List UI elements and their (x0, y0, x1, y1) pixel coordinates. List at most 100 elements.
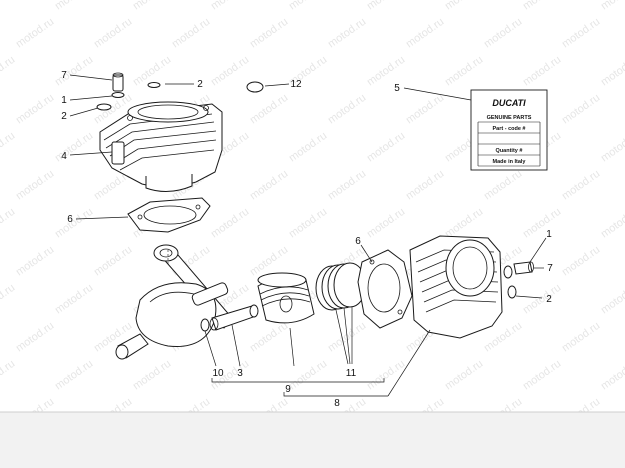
watermark-text: motod.ru (248, 16, 290, 51)
watermark-text: motod.ru (404, 168, 446, 203)
watermark-text: motod.ru (248, 92, 290, 127)
watermark-text: motod.ru (248, 320, 290, 355)
watermark-text: motod.ru (53, 358, 95, 393)
watermark-text: motod.ru (521, 54, 563, 89)
watermark-text: motod.ru (0, 206, 17, 241)
bottom-band (0, 412, 625, 468)
watermark-text: motod.ru (326, 16, 368, 51)
card-row-part-code: Part - code # (492, 126, 525, 132)
watermark-text: motod.ru (560, 168, 602, 203)
piston-pin (209, 304, 259, 331)
cylinder-lower (409, 235, 503, 339)
callout-6-lower: 6 (355, 236, 361, 247)
watermark-text: motod.ru (599, 130, 625, 165)
watermark-text: motod.ru (92, 244, 134, 279)
card-brand: DUCATI (492, 98, 526, 108)
watermark-text: motod.ru (599, 358, 625, 393)
watermark-text: motod.ru (0, 54, 17, 89)
watermark-text: motod.ru (560, 244, 602, 279)
o-ring-upper-b (96, 103, 112, 111)
callout-7-upper: 7 (61, 70, 67, 81)
callout-1-right: 1 (546, 229, 552, 240)
watermark-text: motod.ru (443, 0, 485, 12)
watermark-text: motod.ru (287, 358, 329, 393)
watermark-text: motod.ru (404, 16, 446, 51)
watermark-text: motod.ru (53, 282, 95, 317)
callout-2-upper-right: 2 (197, 79, 203, 90)
watermark-text: motod.ru (14, 16, 56, 51)
cylinder-upper (99, 101, 223, 192)
watermark-text: motod.ru (521, 282, 563, 317)
watermark-text: motod.ru (599, 0, 625, 12)
watermark-text: motod.ru (599, 282, 625, 317)
watermark-text: motod.ru (170, 16, 212, 51)
watermark-text: motod.ru (53, 206, 95, 241)
callout-6-upper: 6 (67, 214, 73, 225)
watermark-text: motod.ru (0, 0, 17, 12)
watermark-text: motod.ru (287, 130, 329, 165)
watermark-text: motod.ru (326, 168, 368, 203)
dowel-pin-right (513, 261, 534, 275)
gasket-lower (357, 249, 413, 329)
dowel-pin-upper (112, 72, 124, 92)
label-card: DUCATI GENUINE PARTS Part - code # Quant… (470, 89, 548, 171)
callout-11: 11 (346, 368, 357, 379)
leader-lines (69, 74, 547, 397)
watermark-text: motod.ru (53, 130, 95, 165)
watermark-text: motod.ru (53, 0, 95, 12)
watermark-text: motod.ru (482, 168, 524, 203)
callout-10: 10 (212, 368, 224, 379)
watermark-text: motod.ru (560, 320, 602, 355)
watermark-text: motod.ru (443, 206, 485, 241)
watermark-text: motod.ru (599, 54, 625, 89)
watermark-text: motod.ru (326, 92, 368, 127)
watermark-text: motod.ru (365, 54, 407, 89)
watermark-text: motod.ru (287, 206, 329, 241)
watermark-text: motod.ru (14, 320, 56, 355)
watermark-text: motod.ru (365, 130, 407, 165)
watermark-text: motod.ru (0, 130, 17, 165)
piston-rings (315, 262, 367, 311)
watermark-text: motod.ru (443, 54, 485, 89)
watermark-text: motod.ru (92, 16, 134, 51)
o-ring-right-b (507, 285, 517, 299)
watermark-text: motod.ru (365, 206, 407, 241)
o-ring-upper-a (111, 92, 125, 98)
card-row-made-in: Made in Italy (492, 159, 526, 165)
watermark-text: motod.ru (0, 358, 17, 393)
callout-8: 8 (334, 398, 340, 409)
watermark-text: motod.ru (209, 206, 251, 241)
callout-3: 3 (237, 368, 243, 379)
callout-12: 12 (290, 79, 302, 90)
watermark-text: motod.ru (521, 206, 563, 241)
callout-1-upper: 1 (61, 95, 67, 106)
watermark-text: motod.ru (365, 0, 407, 12)
callout-4: 4 (61, 151, 67, 162)
watermark-text: motod.ru (443, 358, 485, 393)
watermark-text: motod.ru (131, 358, 173, 393)
watermark-text: motod.ru (14, 244, 56, 279)
watermark-text: motod.ru (248, 168, 290, 203)
watermark-text: motod.ru (14, 92, 56, 127)
watermark-text: motod.ru (560, 16, 602, 51)
card-row-quantity: Quantity # (496, 148, 523, 154)
plug-12 (246, 81, 264, 93)
crankshaft-assembly (115, 244, 233, 360)
o-ring-right-a (503, 265, 513, 279)
watermark-text: motod.ru (209, 0, 251, 12)
watermark-text: motod.ru (521, 0, 563, 12)
callout-5: 5 (394, 83, 400, 94)
watermark-text: motod.ru (209, 54, 251, 89)
watermark-text: motod.ru (560, 92, 602, 127)
circlip (200, 318, 210, 332)
callout-2-upper-left: 2 (61, 111, 67, 122)
callout-9: 9 (285, 384, 291, 395)
watermark-text: motod.ru (482, 16, 524, 51)
o-ring-upper-c (147, 82, 161, 88)
watermark-text: motod.ru (131, 0, 173, 12)
watermark-text: motod.ru (599, 206, 625, 241)
callout-7-right: 7 (547, 263, 553, 274)
